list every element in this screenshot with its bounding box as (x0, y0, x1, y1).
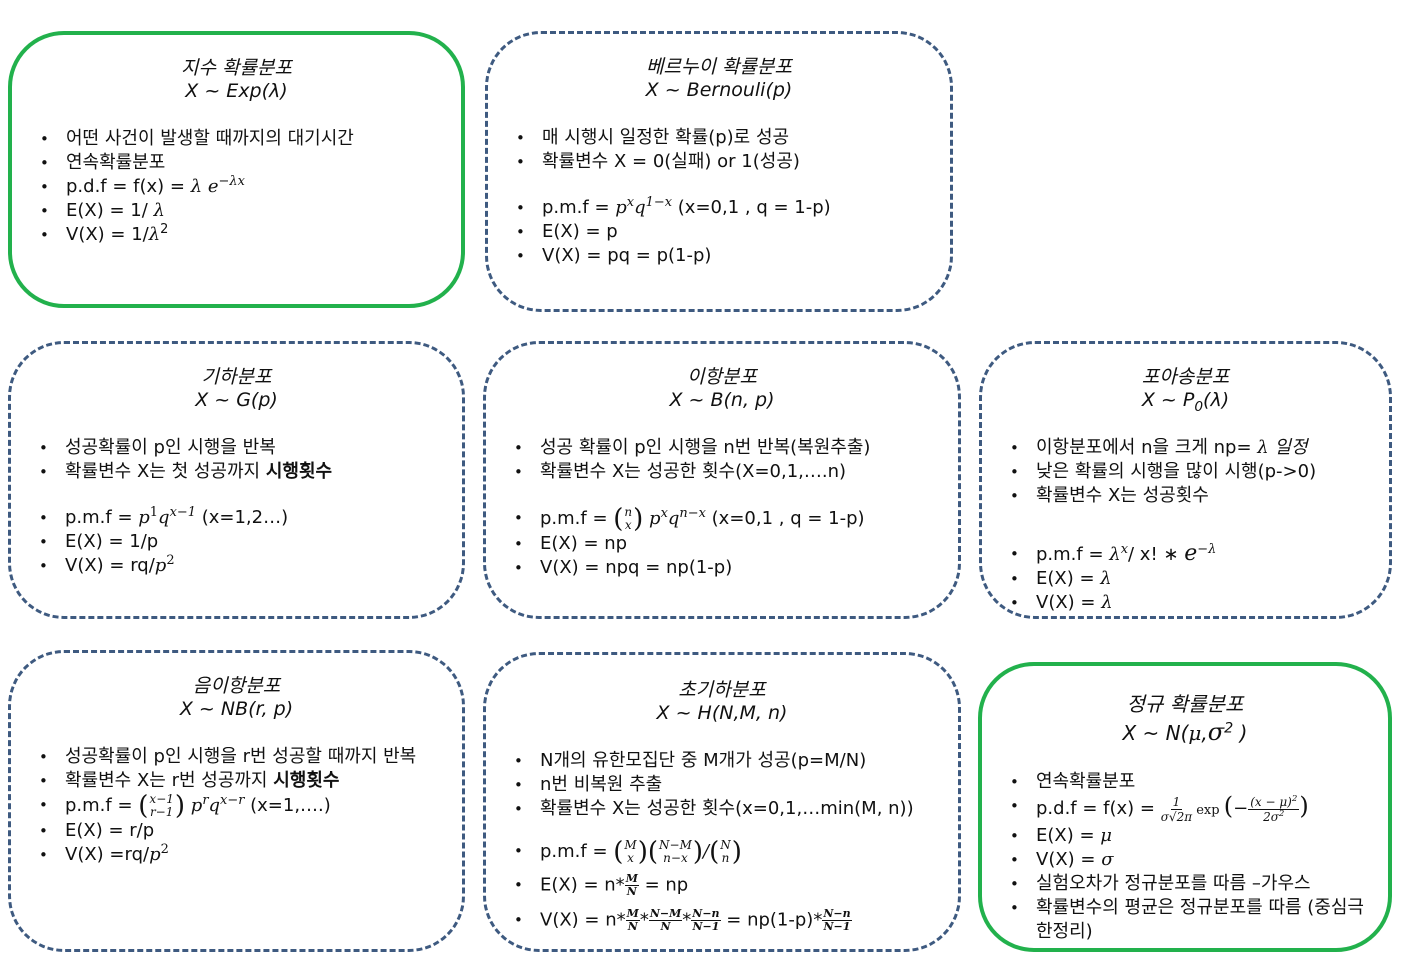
item-list: 성공 확률이 p인 시행을 n번 반복(복원추출) 확률변수 X는 성공한 횟수… (510, 436, 870, 580)
list-item: V(X) = npq = np(1-p) (510, 556, 870, 580)
card-header: 이항분포 X ~ B(n, p) (486, 366, 958, 412)
card-title: 음이항분포 (192, 675, 281, 697)
card-title: 지수 확률분포 (181, 57, 292, 79)
list-item: 확률변수 X는 성공한 횟수(x=0,1,…min(M, n)) (510, 797, 914, 821)
item-list: 연속확률분포 p.d.f = f(x) = 1σ√2π exp (−(x − μ… (1006, 770, 1376, 944)
list-item: 성공 확률이 p인 시행을 n번 반복(복원추출) (510, 436, 870, 460)
item-list: N개의 유한모집단 중 M개가 성공(p=M/N) n번 비복원 추출 확률변수… (510, 749, 914, 933)
list-item: E(X) = 1/ λ (36, 199, 354, 223)
card-notation: X ~ Exp(λ) (185, 80, 288, 102)
card-notation: X ~ B(n, p) (669, 389, 775, 411)
card-header: 초기하분포 X ~ H(N,M, n) (486, 679, 958, 725)
list-item: V(X) = pq = p(1-p) (512, 244, 831, 268)
list-item: E(X) = np (510, 532, 870, 556)
item-list: 어떤 사건이 발생할 때까지의 대기시간 연속확률분포 p.d.f = f(x)… (36, 127, 354, 247)
card-header: 지수 확률분포 X ~ Exp(λ) (12, 57, 461, 103)
list-item: E(X) = r/p (35, 819, 435, 843)
list-item: 이항분포에서 n을 크게 np= λ 일정 (1006, 436, 1316, 460)
card-negative-binomial: 음이항분포 X ~ NB(r, p) 성공확률이 p인 시행을 r번 성공할 때… (8, 650, 465, 952)
list-item: V(X) =rq/p2 (35, 843, 435, 867)
card-notation: X ~ Bernouli(p) (645, 79, 793, 101)
card-geometric: 기하분포 X ~ G(p) 성공확률이 p인 시행을 반복 확률변수 X는 첫 … (8, 341, 465, 619)
list-item: p.m.f = pxq1−x (x=0,1 , q = 1-p) (512, 196, 831, 220)
list-item: p.m.f = λx/ x! ∗ e−λ (1006, 542, 1316, 567)
list-item: 확률변수 X는 r번 성공까지 시행횟수 (35, 769, 435, 793)
list-item: 낮은 확률의 시행을 많이 시행(p->0) (1006, 460, 1316, 484)
item-list: 이항분포에서 n을 크게 np= λ 일정 낮은 확률의 시행을 많이 시행(p… (1006, 436, 1316, 615)
list-item: 매 시행시 일정한 확률(p)로 성공 (512, 126, 831, 150)
list-item: V(X) = rq/p2 (35, 554, 332, 578)
card-title: 포아송분포 (1141, 366, 1230, 388)
list-item: 확률변수 X는 첫 성공까지 시행횟수 (35, 460, 332, 484)
card-header: 포아송분포 X ~ P0(λ) (982, 366, 1389, 415)
list-item: 연속확률분포 (36, 151, 354, 175)
list-item: 어떤 사건이 발생할 때까지의 대기시간 (36, 127, 354, 151)
card-notation: X ~ P0(λ) (1141, 389, 1230, 415)
card-header: 베르누이 확률분포 X ~ Bernouli(p) (488, 56, 950, 102)
card-title: 이항분포 (687, 366, 757, 388)
list-item: 확률변수 X는 성공횟수 (1006, 484, 1316, 508)
list-item: N개의 유한모집단 중 M개가 성공(p=M/N) (510, 749, 914, 773)
list-item: p.d.f = f(x) = λ e−λx (36, 175, 354, 199)
card-hypergeometric: 초기하분포 X ~ H(N,M, n) N개의 유한모집단 중 M개가 성공(p… (483, 652, 961, 952)
item-list: 성공확률이 p인 시행을 r번 성공할 때까지 반복 확률변수 X는 r번 성공… (35, 745, 435, 867)
list-item: E(X) = λ (1006, 567, 1316, 591)
card-notation: X ~ N(μ,σ2 ) (1122, 718, 1248, 746)
card-exponential: 지수 확률분포 X ~ Exp(λ) 어떤 사건이 발생할 때까지의 대기시간 … (8, 31, 465, 308)
list-item: p.m.f = (Mx)(N−Mn−x)/(Nn) (510, 839, 914, 866)
card-title: 정규 확률분포 (1126, 692, 1244, 716)
list-item: V(X) = λ (1006, 591, 1316, 615)
list-item: E(X) = p (512, 220, 831, 244)
card-title: 베르누이 확률분포 (646, 56, 792, 78)
list-item: p.m.f = (x−1r−1) prqx−r (x=1,….) (35, 793, 435, 820)
card-title: 기하분포 (201, 366, 272, 388)
list-item: V(X) = σ (1006, 848, 1376, 872)
card-notation: X ~ G(p) (195, 389, 278, 411)
list-item: 확률변수의 평균은 정규분포를 따름 (중심극한정리) (1006, 896, 1376, 944)
card-poisson: 포아송분포 X ~ P0(λ) 이항분포에서 n을 크게 np= λ 일정 낮은… (979, 341, 1392, 619)
card-header: 기하분포 X ~ G(p) (11, 366, 462, 412)
list-item: E(X) = n*MN = np (510, 873, 914, 898)
list-item: 성공확률이 p인 시행을 반복 (35, 436, 332, 460)
card-header: 음이항분포 X ~ NB(r, p) (11, 675, 462, 721)
item-list: 성공확률이 p인 시행을 반복 확률변수 X는 첫 성공까지 시행횟수 p.m.… (35, 436, 332, 578)
list-item: E(X) = 1/p (35, 530, 332, 554)
list-item: 실험오차가 정규분포를 따름 –가우스 (1006, 872, 1376, 896)
list-item: E(X) = μ (1006, 824, 1376, 848)
list-item: 확률변수 X = 0(실패) or 1(성공) (512, 150, 831, 174)
card-bernoulli: 베르누이 확률분포 X ~ Bernouli(p) 매 시행시 일정한 확률(p… (485, 31, 953, 312)
card-header: 정규 확률분포 X ~ N(μ,σ2 ) (982, 690, 1388, 747)
card-binomial: 이항분포 X ~ B(n, p) 성공 확률이 p인 시행을 n번 반복(복원추… (483, 341, 961, 619)
list-item: p.m.f = p1qx−1 (x=1,2…) (35, 506, 332, 530)
list-item: 확률변수 X는 성공한 횟수(X=0,1,….n) (510, 460, 870, 484)
list-item: 성공확률이 p인 시행을 r번 성공할 때까지 반복 (35, 745, 435, 769)
item-list: 매 시행시 일정한 확률(p)로 성공 확률변수 X = 0(실패) or 1(… (512, 126, 831, 268)
card-title: 초기하분포 (678, 679, 766, 701)
card-normal: 정규 확률분포 X ~ N(μ,σ2 ) 연속확률분포 p.d.f = f(x)… (978, 662, 1392, 952)
list-item: n번 비복원 추출 (510, 773, 914, 797)
card-notation: X ~ NB(r, p) (179, 698, 294, 720)
list-item: 연속확률분포 (1006, 770, 1376, 794)
card-notation: X ~ H(N,M, n) (656, 702, 788, 724)
list-item: p.m.f = (nx) pxqn−x (x=0,1 , q = 1-p) (510, 506, 870, 533)
list-item: V(X) = 1/λ2 (36, 223, 354, 247)
list-item: V(X) = n*MN*N−MN*N−nN−1 = np(1-p)*N−nN−1 (510, 908, 914, 933)
